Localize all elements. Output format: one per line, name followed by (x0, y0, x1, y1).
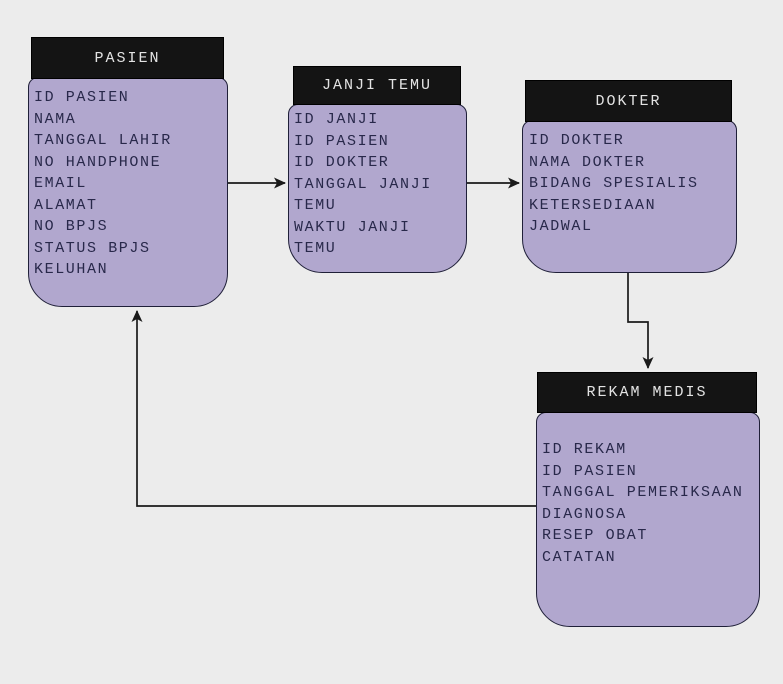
attribute: WAKTU JANJI (294, 218, 411, 236)
attribute: ID DOKTER (529, 132, 625, 149)
attribute: TANGGAL JANJI (294, 175, 432, 193)
attribute: TANGGAL PEMERIKSAAN (542, 484, 744, 501)
attribute: ID JANJI (294, 111, 379, 128)
attribute: BIDANG SPESIALIS (529, 175, 699, 192)
attribute: NAMA (34, 110, 77, 128)
attribute: JADWAL (529, 218, 593, 235)
entity-pasien-attributes: ID PASIEN NAMA TANGGAL LAHIR NO HANDPHON… (28, 77, 228, 307)
entity-pasien-title: PASIEN (31, 37, 224, 79)
entity-rekam-medis-title: REKAM MEDIS (537, 372, 757, 413)
entity-dokter-title: DOKTER (525, 80, 732, 122)
attribute: ID DOKTER (294, 154, 390, 171)
attribute: STATUS BPJS (34, 239, 151, 257)
attribute: ID PASIEN (34, 89, 130, 106)
attribute: NAMA DOKTER (529, 153, 646, 171)
attribute: NO BPJS (34, 218, 109, 235)
attribute: RESEP OBAT (542, 527, 649, 544)
attribute: KETERSEDIAAN (529, 196, 657, 214)
attribute: TEMU (294, 197, 337, 214)
entity-rekam-medis-attributes: ID REKAM ID PASIEN TANGGAL PEMERIKSAAN D… (536, 412, 760, 627)
attribute: TEMU (294, 240, 337, 257)
attribute: ID PASIEN (542, 462, 638, 480)
relation-dokter-to-rekammedis (627, 273, 654, 369)
attribute: KELUHAN (34, 261, 109, 278)
attribute: NO HANDPHONE (34, 153, 162, 171)
attribute: EMAIL (34, 175, 88, 192)
attribute: TANGGAL LAHIR (34, 132, 172, 149)
attribute: ID PASIEN (294, 132, 390, 150)
attribute: ALAMAT (34, 196, 98, 214)
attribute: ID REKAM (542, 441, 627, 458)
relation-rekammedis-to-pasien (131, 310, 536, 507)
entity-janji-temu-title: JANJI TEMU (293, 66, 461, 105)
attribute: CATATAN (542, 548, 617, 566)
entity-dokter-attributes: ID DOKTER NAMA DOKTER BIDANG SPESIALIS K… (522, 120, 737, 273)
entity-janji-temu-attributes: ID JANJI ID PASIEN ID DOKTER TANGGAL JAN… (288, 104, 467, 273)
attribute: DIAGNOSA (542, 505, 627, 523)
